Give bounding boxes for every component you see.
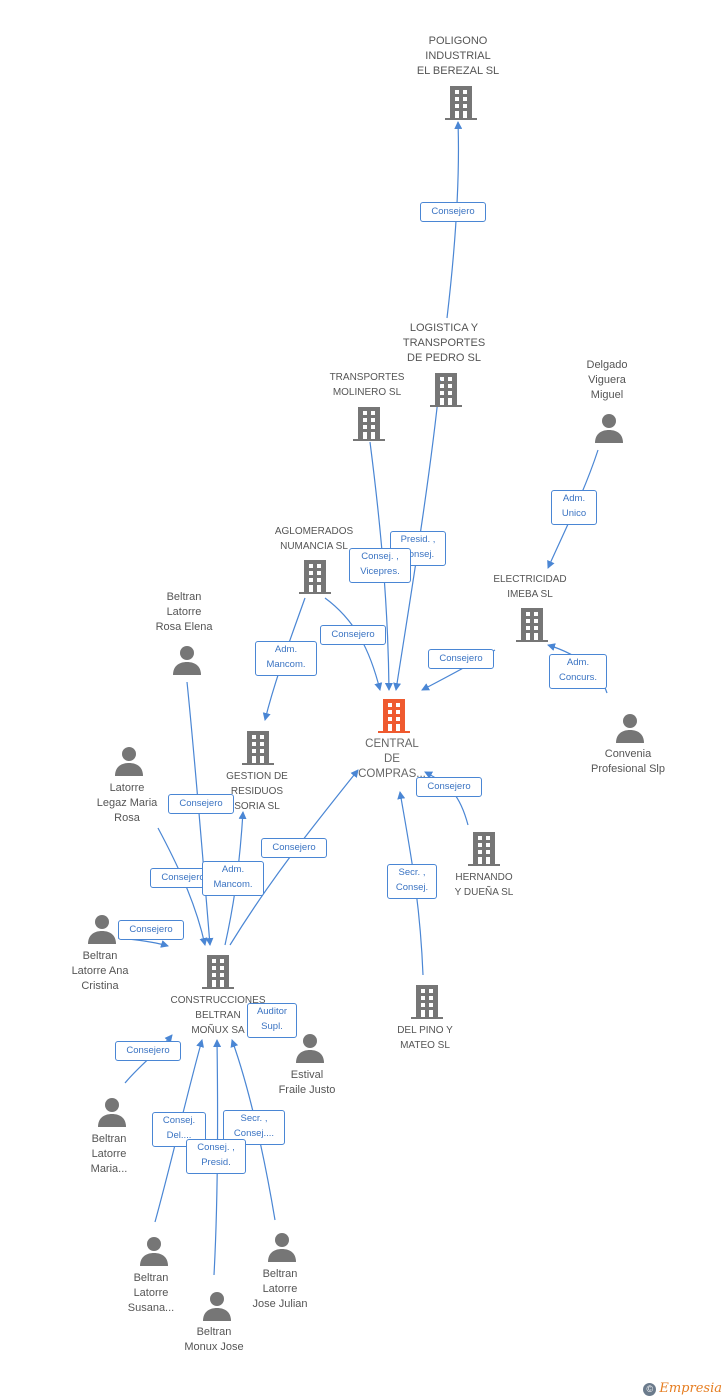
person-label-beltran-ana: Beltran Latorre Ana Cristina [71, 950, 129, 992]
person-node-estival[interactable] [295, 1032, 325, 1064]
person-icon [616, 714, 644, 743]
person-node-convenia[interactable] [615, 712, 645, 744]
company-label-electricidad: ELECTRICIDAD IMEBA SL [493, 574, 567, 600]
person-node-beltran-ana[interactable] [87, 913, 117, 945]
person-icon [115, 747, 143, 776]
company-label-del-pino: DEL PINO Y MATEO SL [397, 1025, 453, 1051]
relation-badge[interactable]: Consejero [115, 1041, 181, 1061]
person-label-beltran-maria: Beltran Latorre Maria... [90, 1133, 128, 1175]
person-label-beltran-jose-julian: Beltran Latorre Jose Julian [252, 1268, 308, 1310]
relation-badge[interactable]: Consejero [118, 920, 184, 940]
person-node-beltran-susana[interactable] [139, 1235, 169, 1267]
person-label-estival: Estival Fraile Justo [278, 1069, 336, 1096]
relation-badge[interactable]: Consejero [168, 794, 234, 814]
building-icon [378, 699, 410, 733]
relation-badge[interactable]: Auditor Supl. [247, 1003, 297, 1038]
company-node-gestion[interactable] [241, 729, 275, 765]
company-label-logistica: LOGISTICA Y TRANSPORTES DE PEDRO SL [402, 322, 486, 364]
person-node-beltran-jose-julian[interactable] [267, 1231, 297, 1263]
person-node-latorre-legaz[interactable] [114, 745, 144, 777]
person-node-beltran-maria[interactable] [97, 1096, 127, 1128]
relation-badge[interactable]: Consej. , Presid. [186, 1139, 246, 1174]
person-label-beltran-rosa: Beltran Latorre Rosa Elena [155, 591, 213, 633]
company-label-transportes-molinero: TRANSPORTES MOLINERO SL [329, 372, 405, 398]
building-icon [516, 608, 548, 642]
company-label-aglomerados: AGLOMERADOS NUMANCIA SL [274, 526, 354, 552]
building-icon [430, 373, 462, 407]
brand-name: Empresia [659, 1381, 722, 1396]
company-node-central[interactable] [377, 697, 411, 733]
person-icon [203, 1292, 231, 1321]
relation-badge[interactable]: Adm. Concurs. [549, 654, 607, 689]
person-icon [268, 1233, 296, 1262]
relation-badge[interactable]: Adm. Mancom. [255, 641, 317, 676]
person-label-delgado: Delgado Viguera Miguel [586, 359, 628, 401]
company-label-gestion: GESTION DE RESIDUOS SORIA SL [226, 771, 288, 812]
relation-badge[interactable]: Consejero [428, 649, 494, 669]
person-label-convenia: Convenia Profesional Slp [591, 748, 665, 775]
building-icon [411, 985, 443, 1019]
company-node-electricidad[interactable] [515, 606, 549, 642]
relation-badge[interactable]: Consej. , Vicepres. [349, 548, 411, 583]
person-node-beltran-rosa[interactable] [172, 644, 202, 676]
building-icon [202, 955, 234, 989]
company-label-central: CENTRAL DE COMPRAS... [358, 738, 426, 780]
company-node-construcciones[interactable] [201, 953, 235, 989]
company-label-hernando: HERNANDO Y DUEÑA SL [454, 872, 514, 898]
building-icon [242, 731, 274, 765]
company-label-construcciones: CONSTRUCCIONES BELTRAN MOÑUX SA [170, 995, 266, 1036]
company-node-poligono[interactable] [444, 84, 478, 120]
person-icon [595, 414, 623, 443]
relation-badge[interactable]: Adm. Mancom. [202, 861, 264, 896]
relation-badge[interactable]: Consejero [420, 202, 486, 222]
footer-brand[interactable]: ©Empresia [643, 1381, 722, 1396]
company-node-del-pino[interactable] [410, 983, 444, 1019]
person-icon [88, 915, 116, 944]
person-icon [140, 1237, 168, 1266]
company-label-poligono: POLIGONO INDUSTRIAL EL BEREZAL SL [416, 35, 500, 77]
relation-badge[interactable]: Consejero [261, 838, 327, 858]
relation-badge[interactable]: Consejero [416, 777, 482, 797]
building-icon [445, 86, 477, 120]
person-icon [98, 1098, 126, 1127]
copyright-icon: © [643, 1382, 657, 1396]
relation-badge[interactable]: Adm. Unico [551, 490, 597, 525]
person-icon [173, 646, 201, 675]
building-icon [299, 560, 331, 594]
person-label-beltran-monux: Beltran Monux Jose [184, 1326, 244, 1353]
person-node-delgado[interactable] [594, 412, 624, 444]
relation-badge[interactable]: Secr. , Consej. [387, 864, 437, 899]
company-node-hernando[interactable] [467, 830, 501, 866]
person-icon [296, 1034, 324, 1063]
person-label-beltran-susana: Beltran Latorre Susana... [127, 1272, 175, 1314]
person-label-latorre-legaz: Latorre Legaz Maria Rosa [96, 782, 158, 824]
person-node-beltran-monux[interactable] [202, 1290, 232, 1322]
relation-badge[interactable]: Consejero [320, 625, 386, 645]
building-icon [468, 832, 500, 866]
company-node-aglomerados[interactable] [298, 558, 332, 594]
company-node-transportes-molinero[interactable] [352, 405, 386, 441]
building-icon [353, 407, 385, 441]
company-node-logistica[interactable] [429, 371, 463, 407]
